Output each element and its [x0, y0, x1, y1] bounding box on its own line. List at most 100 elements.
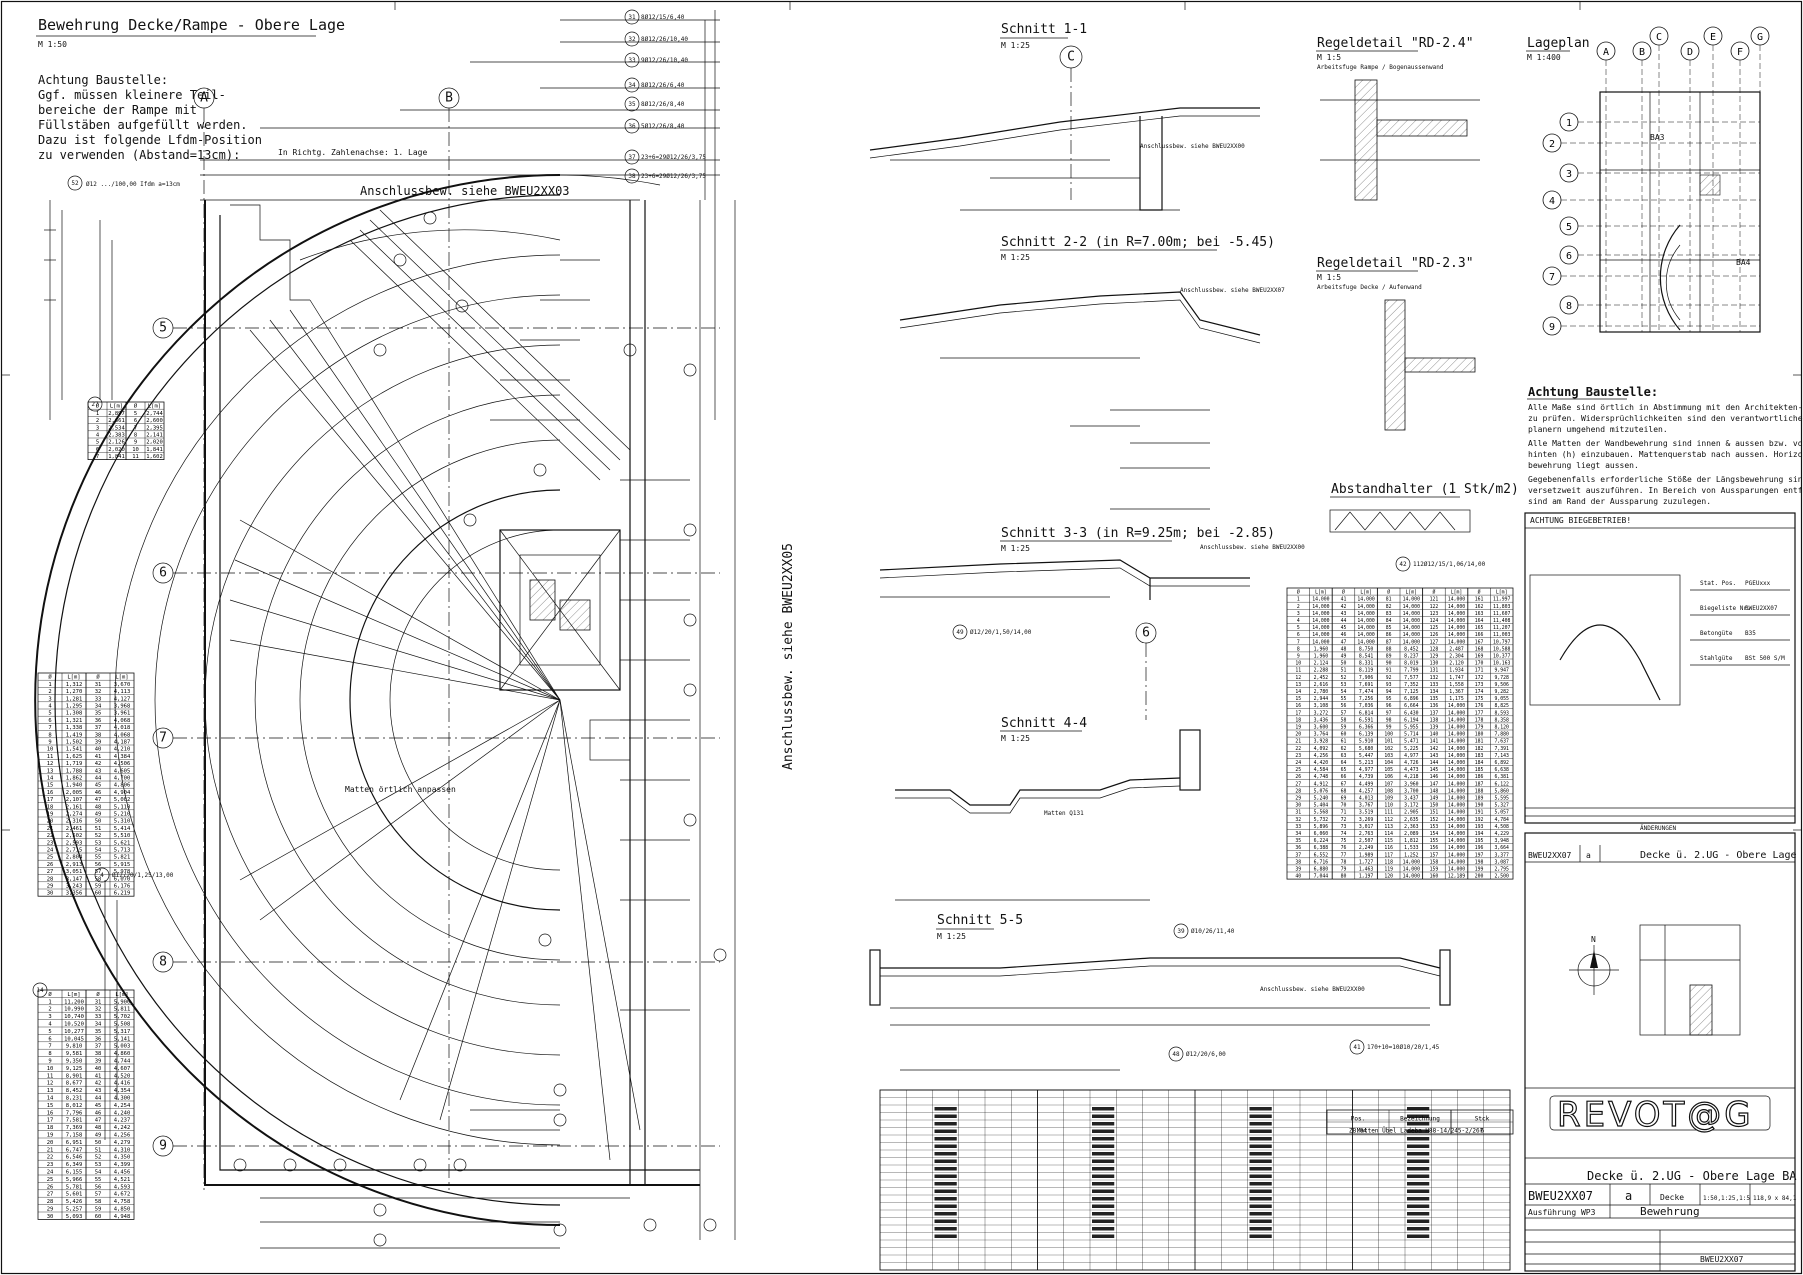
table-cell: 10,797: [1493, 639, 1510, 645]
table-cell: 3: [1297, 611, 1300, 617]
svg-text:6: 6: [1142, 626, 1150, 641]
table-cell: 22: [47, 1155, 54, 1161]
table-cell: 175: [1475, 696, 1484, 702]
table-cell: 167: [1475, 639, 1484, 645]
steel-list-mark: [1249, 1234, 1272, 1238]
table-cell: 2,507: [1359, 838, 1374, 844]
table-cell: 14,000: [1312, 618, 1329, 624]
table-cell: 14,000: [1403, 867, 1420, 873]
table-cell: 61: [1341, 739, 1347, 745]
table-cell: 2,020: [146, 440, 163, 446]
table-cell: 6,176: [114, 884, 131, 890]
table-cell: 57: [1341, 710, 1347, 716]
table-cell: 199: [1475, 867, 1484, 873]
table-cell: 14,000: [1357, 604, 1374, 610]
table-cell: 9,125: [66, 1066, 83, 1072]
sheet-edge-ticks: [1, 1, 1802, 831]
table-cell: 1,960: [1314, 646, 1329, 652]
grid-axis-8: 8: [159, 955, 167, 970]
steel-list-mark: [1407, 1189, 1430, 1193]
table-cell: 6: [48, 1036, 51, 1042]
table-cell: 91: [1386, 668, 1392, 674]
table-cell: 7,799: [1404, 668, 1419, 674]
steel-list-mark: [1092, 1159, 1115, 1163]
table-cell: 119: [1384, 867, 1393, 873]
table-cell: 6: [134, 418, 137, 424]
table-cell: 46: [1341, 632, 1347, 638]
table-cell: 56: [95, 862, 102, 868]
table-cell: 5,621: [114, 840, 131, 846]
table-cell: 2,616: [1314, 682, 1329, 688]
steel-list-mark: [934, 1144, 957, 1148]
table-cell: 8,677: [66, 1081, 83, 1087]
table-header-cell: L[m]: [1360, 590, 1372, 596]
table-cell: 10,740: [64, 1014, 84, 1020]
table-cell: 14,000: [1448, 725, 1465, 731]
table-cell: 2,715: [66, 848, 83, 854]
table-cell: 136: [1430, 703, 1439, 709]
table-cell: 2,461: [66, 826, 83, 832]
steel-list-mark: [1249, 1227, 1272, 1231]
table-cell: 4,242: [114, 1125, 131, 1131]
table-cell: 58: [95, 876, 102, 882]
table-cell: 118: [1384, 859, 1393, 865]
steel-list-mark: [1092, 1144, 1115, 1148]
svg-text:Ø10/26/11,40: Ø10/26/11,40: [1191, 928, 1235, 935]
grid-axis-a: A: [200, 91, 208, 106]
table-cell: 20: [47, 1140, 54, 1146]
table-cell: 39: [95, 1059, 102, 1065]
svg-text:M 1:25: M 1:25: [1001, 41, 1030, 50]
table-cell: 3,928: [1314, 739, 1329, 745]
svg-text:5Ø12/26/8,40: 5Ø12/26/8,40: [641, 123, 685, 130]
table-header-cell: Ø: [96, 991, 100, 998]
steel-list-mark: [1249, 1219, 1272, 1223]
table-cell: 14,000: [1448, 618, 1465, 624]
table-cell: 3,437: [1404, 796, 1419, 802]
table-cell: 112: [1384, 817, 1393, 823]
table-cell: 49: [95, 812, 102, 818]
table-cell: 5,860: [1494, 788, 1509, 794]
table-cell: 6,219: [114, 891, 131, 897]
table-cell: 5,680: [1359, 746, 1374, 752]
table-cell: 45: [95, 1103, 102, 1109]
svg-text:BWEU2XX07: BWEU2XX07: [1528, 1189, 1593, 1203]
table-cell: 5,110: [114, 804, 131, 810]
central-core: [499, 529, 631, 761]
table-cell: 7,906: [1359, 675, 1374, 681]
svg-text:Decke: Decke: [1660, 1193, 1684, 1202]
table-cell: 29: [47, 1207, 54, 1213]
svg-text:Regeldetail "RD-2.3": Regeldetail "RD-2.3": [1317, 256, 1474, 271]
table-cell: 6,892: [1494, 760, 1509, 766]
svg-text:42: 42: [1399, 561, 1407, 568]
grid-axis-9: 9: [159, 1139, 167, 1154]
table-cell: 23: [47, 840, 54, 846]
table-cell: 36: [95, 1036, 102, 1042]
table-cell: 10,277: [64, 1029, 84, 1035]
table-cell: 1,558: [1449, 682, 1464, 688]
table-cell: 5,002: [114, 797, 131, 803]
table-cell: 11: [47, 754, 54, 760]
svg-text:hinten (h) einzubauen. Mattenq: hinten (h) einzubauen. Mattenquerstab na…: [1528, 450, 1803, 459]
table-cell: 4,256: [1314, 753, 1329, 759]
table-cell: 5,595: [1494, 796, 1509, 802]
table-cell: 5,327: [1494, 803, 1509, 809]
table-cell: 2,005: [66, 790, 83, 796]
table-cell: 5,955: [1404, 725, 1419, 731]
table-cell: 16: [47, 790, 54, 796]
table-cell: 44: [95, 776, 102, 782]
table-cell: 12,189: [1448, 874, 1465, 880]
table-cell: 123: [1430, 611, 1439, 617]
table-cell: 104: [1384, 760, 1393, 766]
svg-text:Decke ü. 2.UG - Obere Lage BA: Decke ü. 2.UG - Obere Lage BA 4: [1587, 1169, 1803, 1183]
table-cell: 14: [47, 1096, 54, 1102]
steel-list-mark: [934, 1137, 957, 1141]
table-cell: 6: [96, 447, 99, 453]
table-cell: 14,000: [1357, 639, 1374, 645]
table-cell: 121: [1430, 597, 1439, 603]
table-cell: 109: [1384, 796, 1393, 802]
table-cell: 5,057: [1494, 810, 1509, 816]
table-cell: 50: [1341, 661, 1347, 667]
svg-text:Anschlussbew. siehe BWEU2XX00: Anschlussbew. siehe BWEU2XX00: [1260, 986, 1365, 993]
table-cell: 7,391: [1494, 746, 1509, 752]
